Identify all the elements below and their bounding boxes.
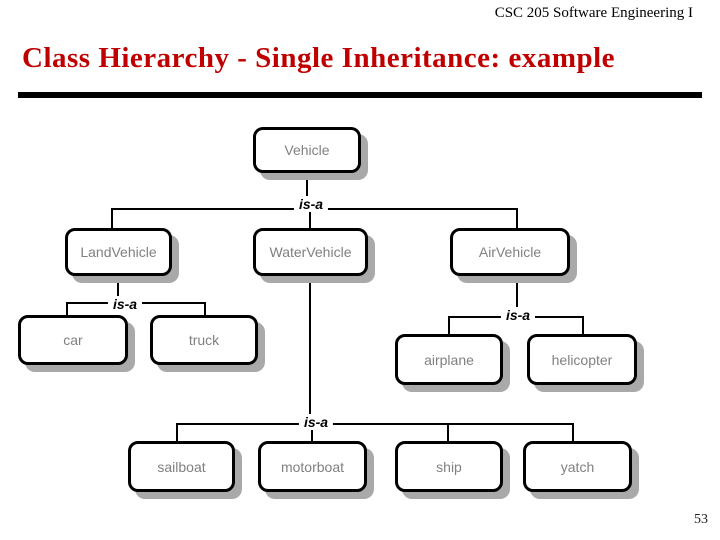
- node-ship: ship: [395, 441, 503, 492]
- node-label: sailboat: [157, 458, 206, 475]
- connector-line: [516, 276, 518, 318]
- node-airplane: airplane: [395, 334, 503, 385]
- node-car: car: [18, 315, 128, 365]
- node-label: ship: [436, 458, 462, 475]
- page-title: Class Hierarchy - Single Inheritance: ex…: [22, 42, 616, 74]
- connector-line: [66, 302, 68, 317]
- connector-line: [176, 423, 178, 443]
- connector-line: [117, 276, 119, 304]
- node-vehicle: Vehicle: [253, 127, 361, 173]
- node-label: motorboat: [280, 458, 345, 475]
- slide-header: CSC 205 Software Engineering I: [494, 5, 693, 21]
- isa-label: is-a: [107, 296, 143, 312]
- isa-label: is-a: [293, 196, 329, 212]
- node-land-vehicle: LandVehicle: [65, 228, 172, 276]
- connector-line: [447, 423, 449, 443]
- node-label: airplane: [424, 351, 474, 368]
- node-helicopter: helicopter: [527, 334, 637, 385]
- node-water-vehicle: WaterVehicle: [253, 228, 368, 276]
- connector-line: [204, 302, 206, 317]
- title-underline: [18, 92, 702, 98]
- connector-line: [176, 423, 574, 425]
- node-sailboat: sailboat: [128, 441, 235, 492]
- connector-line: [309, 210, 311, 230]
- connector-line: [311, 423, 313, 443]
- node-label: car: [63, 332, 83, 348]
- node-label: LandVehicle: [80, 244, 157, 260]
- node-yatch: yatch: [523, 441, 632, 492]
- isa-label: is-a: [500, 307, 536, 323]
- node-air-vehicle: AirVehicle: [450, 228, 570, 276]
- connector-line: [448, 316, 450, 336]
- connector-line: [572, 423, 574, 443]
- page-number: 53: [694, 512, 708, 527]
- node-label: truck: [188, 332, 220, 348]
- isa-label: is-a: [298, 414, 334, 430]
- connector-line: [306, 173, 308, 198]
- node-label: AirVehicle: [478, 244, 542, 260]
- connector-line: [582, 316, 584, 336]
- node-label: yatch: [560, 458, 595, 475]
- node-truck: truck: [150, 315, 258, 365]
- node-label: WaterVehicle: [269, 244, 352, 260]
- connector-line: [309, 276, 311, 425]
- connector-line: [516, 208, 518, 230]
- node-motorboat: motorboat: [258, 441, 367, 492]
- connector-line: [111, 208, 113, 230]
- node-label: Vehicle: [284, 142, 330, 158]
- node-label: helicopter: [551, 351, 613, 368]
